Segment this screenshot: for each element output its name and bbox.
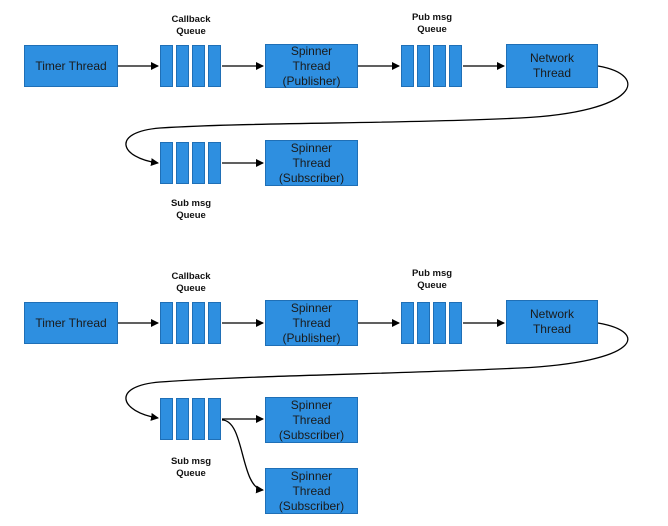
queue-slot [192, 45, 205, 87]
queue-slot [449, 45, 462, 87]
queue-slot [417, 302, 430, 344]
timer-thread-box-2: Timer Thread [24, 302, 118, 344]
pub-queue-label: Pub msg Queue [411, 12, 453, 35]
arrow-sub-queue-to-subscriber-2 [221, 419, 264, 494]
pub-msg-queue [401, 45, 462, 87]
spinner-thread-subscriber-box-1: Spinner Thread (Subscriber) [265, 397, 358, 443]
queue-slot [433, 45, 446, 87]
callback-queue-2 [160, 302, 221, 344]
queue-slot [192, 302, 205, 344]
queue-slot [176, 45, 189, 87]
queue-slot [176, 142, 189, 184]
queue-slot [176, 398, 189, 440]
sub-queue-label-2: Sub msg Queue [170, 456, 212, 479]
queue-slot [160, 45, 173, 87]
sub-msg-queue [160, 142, 221, 184]
callback-queue-label: Callback Queue [171, 14, 211, 37]
queue-slot [417, 45, 430, 87]
callback-queue [160, 45, 221, 87]
sub-queue-label: Sub msg Queue [170, 198, 212, 221]
queue-slot [208, 142, 221, 184]
arrow-network-to-sub-queue [125, 65, 629, 167]
queue-slot [160, 142, 173, 184]
queue-slot [192, 398, 205, 440]
arrow-network-to-sub-queue-2 [125, 322, 629, 421]
callback-queue-label-2: Callback Queue [171, 271, 211, 294]
queue-slot [433, 302, 446, 344]
queue-slot [449, 302, 462, 344]
queue-slot [176, 302, 189, 344]
pub-msg-queue-2 [401, 302, 462, 344]
pub-queue-label-2: Pub msg Queue [411, 268, 453, 291]
sub-msg-queue-2 [160, 398, 221, 440]
timer-thread-box: Timer Thread [24, 45, 118, 87]
queue-slot [192, 142, 205, 184]
queue-slot [401, 302, 414, 344]
network-thread-box: Network Thread [506, 44, 598, 88]
network-thread-box-2: Network Thread [506, 300, 598, 344]
queue-slot [160, 302, 173, 344]
queue-slot [208, 398, 221, 440]
spinner-thread-publisher-box: Spinner Thread (Publisher) [265, 44, 358, 88]
queue-slot [160, 398, 173, 440]
queue-slot [401, 45, 414, 87]
spinner-thread-publisher-box-2: Spinner Thread (Publisher) [265, 300, 358, 346]
queue-slot [208, 45, 221, 87]
queue-slot [208, 302, 221, 344]
spinner-thread-subscriber-box-2: Spinner Thread (Subscriber) [265, 468, 358, 514]
spinner-thread-subscriber-box: Spinner Thread (Subscriber) [265, 140, 358, 186]
